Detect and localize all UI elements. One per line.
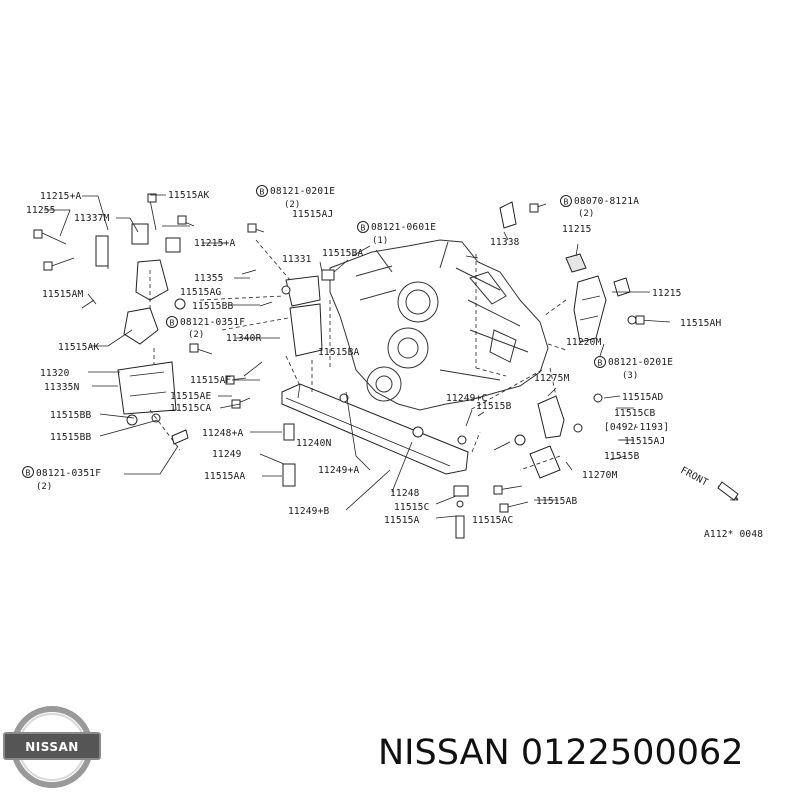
nissan-logo: NISSAN <box>3 706 101 788</box>
part-label: 08070-8121A <box>574 196 639 207</box>
part-label: 11340R <box>226 333 262 344</box>
crossmember-drawing <box>281 383 469 487</box>
part-label: 11515CB <box>614 408 656 419</box>
front-label: FRONT <box>679 465 710 489</box>
part-label: 11515AF <box>190 375 232 386</box>
part-label: 11515BB <box>50 432 92 443</box>
part-label: 08121-0601E <box>371 222 436 233</box>
part-label: 11338 <box>490 237 520 248</box>
circle-b-label: B <box>259 188 264 197</box>
part-label: 11220M <box>566 337 602 348</box>
part-label: 11240N <box>296 438 332 449</box>
part-label: [0492-1193] <box>604 422 669 433</box>
part-label: 11270M <box>582 470 618 481</box>
part-label: 08121-0351F <box>36 468 101 479</box>
part-label: 11337M <box>74 213 110 224</box>
circle-b-symbols: B B B B B B <box>22 185 606 478</box>
part-qty: (2) <box>36 482 52 492</box>
part-label: 11515BA <box>322 248 364 259</box>
part-label: 11335N <box>44 382 80 393</box>
part-label: 11249+C <box>446 393 487 404</box>
part-label: 11515AB <box>536 496 578 507</box>
circle-b-label: B <box>25 469 30 478</box>
part-label: 11515AD <box>622 392 664 403</box>
engine-block-drawing <box>329 239 549 411</box>
part-label: 11515AG <box>180 287 222 298</box>
part-label: 11515AH <box>680 318 722 329</box>
part-label: 11515CA <box>170 403 212 414</box>
part-label: 11355 <box>194 273 224 284</box>
part-label: 08121-0201E <box>608 357 673 368</box>
part-label: 11515A <box>384 515 420 526</box>
part-label: 11215 <box>652 288 682 299</box>
part-label: 11320 <box>40 368 70 379</box>
part-label: 11515AA <box>204 471 246 482</box>
part-label: 11515C <box>394 502 430 513</box>
part-qty: (2) <box>578 209 594 219</box>
part-label: 11515B <box>476 401 512 412</box>
part-label: 11215 <box>562 224 592 235</box>
part-label: 11255 <box>26 205 56 216</box>
circle-b-label: B <box>563 198 568 207</box>
part-label: 11331 <box>282 254 312 265</box>
part-label: 11515BB <box>192 301 234 312</box>
part-label: 11249+B <box>288 506 330 517</box>
circle-b-label: B <box>597 359 602 368</box>
part-qty: (2) <box>284 200 300 210</box>
center-mount-drawing <box>281 269 335 357</box>
left-mount-drawing <box>95 223 189 445</box>
part-label: 11275M <box>534 373 570 384</box>
part-label: 11515AK <box>168 190 210 201</box>
part-label: 11515AK <box>58 342 100 353</box>
part-label: 11515AC <box>472 515 513 526</box>
part-label: 11515BA <box>318 347 360 358</box>
part-number-caption: NISSAN 0122500062 <box>378 733 744 773</box>
leader-lines <box>44 194 650 519</box>
part-label: 11249+A <box>318 465 360 476</box>
part-qty: (3) <box>622 371 638 381</box>
part-qty: (2) <box>188 330 204 340</box>
fasteners-drawing <box>33 193 671 513</box>
part-label: 11515AE <box>170 391 212 402</box>
part-label: 11248+A <box>202 428 244 439</box>
circle-b-label: B <box>360 224 365 233</box>
drawing-code: A112* 0048 <box>704 529 763 540</box>
part-label: 11248 <box>390 488 420 499</box>
part-label: 11515AJ <box>624 436 665 447</box>
part-label: 11515BB <box>50 410 92 421</box>
part-label: 11515B <box>604 451 640 462</box>
part-label: 11249 <box>212 449 242 460</box>
part-label: 11515AJ <box>292 209 333 220</box>
part-label: 11515AM <box>42 289 84 300</box>
part-label: 11215+A <box>40 191 82 202</box>
circle-b-label: B <box>169 319 174 328</box>
right-mount-drawing <box>453 201 637 539</box>
part-label: 08121-0351F <box>180 317 245 328</box>
part-qty: (1) <box>372 236 388 246</box>
front-arrow <box>717 481 739 501</box>
part-label: 11215+A <box>194 238 236 249</box>
part-label: 08121-0201E <box>270 186 335 197</box>
logo-text: NISSAN <box>25 740 79 754</box>
